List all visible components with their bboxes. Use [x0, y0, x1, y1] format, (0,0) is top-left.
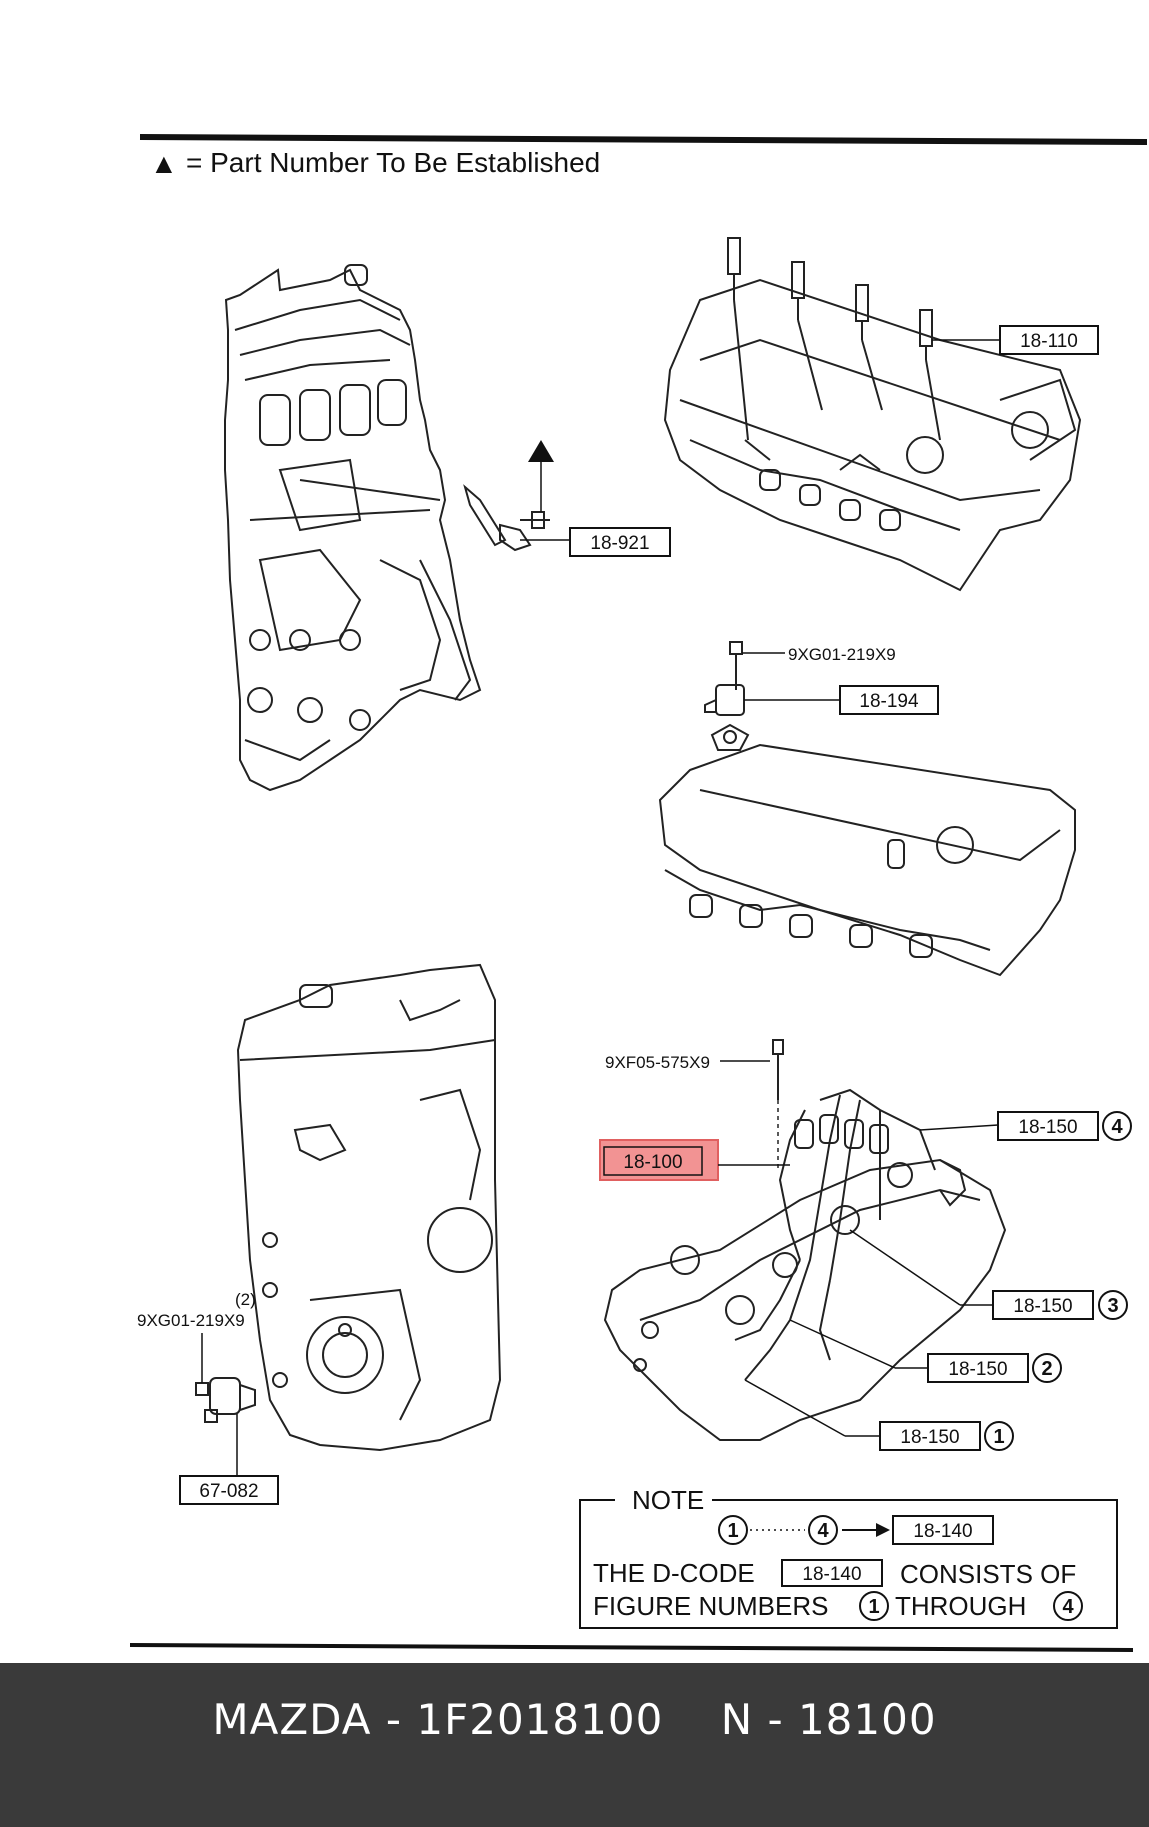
footer-part-number: MAZDA - 1F2018100 N - 18100 [212, 1695, 937, 1744]
figure-number-1-icon [984, 1421, 1014, 1451]
figure-number-1: 1 [993, 1426, 1004, 1448]
note-range-4: 4 [817, 1520, 829, 1542]
parts-diagram: ▲ = Part Number To Be Established 18-921 [129, 134, 1148, 1652]
part-number-tbd-icon [528, 440, 554, 462]
leader-18-150-2 [789, 1319, 896, 1369]
callout-box-18-110 [999, 325, 1099, 355]
note-arrow-head-icon [876, 1523, 890, 1537]
note-range-code-box [892, 1515, 994, 1545]
note-range-code: 18-140 [913, 1521, 972, 1542]
engine-block-drawing [224, 264, 482, 792]
callout-18-150-1: 18-150 [900, 1427, 959, 1448]
callout-box-18-100 [603, 1146, 703, 1176]
callout-box-18-150-3 [992, 1290, 1094, 1320]
note-title: NOTE [632, 1485, 704, 1515]
callout-18-100: 18-100 [623, 1152, 682, 1173]
front-cover-drawing [236, 963, 502, 1452]
legend-text: = Part Number To Be Established [186, 147, 600, 178]
note-range-1: 1 [727, 1520, 738, 1542]
quantity-2: (2) [235, 1290, 256, 1309]
spark-plug-head-drawing [663, 237, 1082, 592]
callout-18-150-4: 18-150 [1018, 1117, 1077, 1138]
note-line2-mid: THROUGH [895, 1591, 1026, 1621]
note-line2-1: 1 [868, 1596, 879, 1618]
cam-sensor-left-drawing [195, 1377, 256, 1423]
callout-18-110: 18-110 [1020, 331, 1078, 352]
leader-18-150-4 [919, 1124, 999, 1131]
leader-18-150-1 [744, 1379, 846, 1437]
leader-18-150-3 [849, 1229, 961, 1306]
callout-box-67-082 [179, 1475, 279, 1505]
figure-number-3-icon [1098, 1290, 1128, 1320]
figure-number-2: 2 [1041, 1358, 1052, 1380]
note-line2-1-icon [859, 1591, 889, 1621]
callout-67-082: 67-082 [199, 1481, 258, 1502]
part-9xg01-219x9-top: 9XG01-219X9 [788, 645, 896, 664]
note-line2-4: 4 [1062, 1596, 1074, 1618]
note-range-4-icon [808, 1515, 838, 1545]
callout-box-18-921 [569, 527, 671, 557]
callout-18-194: 18-194 [859, 691, 919, 712]
note-line1-code: 18-140 [802, 1564, 861, 1585]
figure-number-4: 4 [1111, 1116, 1123, 1138]
knock-sensor [463, 484, 550, 552]
note-line1-prefix: THE D-CODE [593, 1558, 755, 1588]
callout-box-18-150-4 [997, 1111, 1099, 1141]
note-line1-suffix: CONSISTS OF [900, 1559, 1076, 1589]
part-9xg01-219x9-left: 9XG01-219X9 [137, 1311, 245, 1330]
callout-18-921: 18-921 [590, 533, 649, 554]
figure-number-3: 3 [1107, 1295, 1118, 1317]
footer-bar: MAZDA - 1F2018100 N - 18100 [0, 1663, 1149, 1827]
callout-box-18-194 [839, 685, 939, 715]
figure-number-2-icon [1032, 1353, 1062, 1383]
bottom-rule [129, 1643, 1134, 1652]
figure-number-4-icon [1102, 1111, 1132, 1141]
ignition-coil-drawing [603, 1088, 1007, 1441]
part-9xf05-575x9: 9XF05-575X9 [605, 1053, 710, 1072]
callout-18-150-3: 18-150 [1013, 1296, 1072, 1317]
top-rule [139, 134, 1148, 145]
note-box: NOTE 1 4 18-140 THE D-CODE 18-140 CONSIS… [579, 1485, 1118, 1629]
note-line2-4-icon [1053, 1591, 1083, 1621]
bolt-9xf05 [772, 1039, 784, 1055]
cam-sensor-cover-drawing [658, 641, 1076, 977]
callout-18-150-2: 18-150 [948, 1359, 1007, 1380]
note-line2-prefix: FIGURE NUMBERS [593, 1591, 828, 1621]
legend-symbol: ▲ [150, 148, 178, 179]
note-range-1-icon [718, 1515, 748, 1545]
note-line1-code-box [781, 1559, 883, 1587]
